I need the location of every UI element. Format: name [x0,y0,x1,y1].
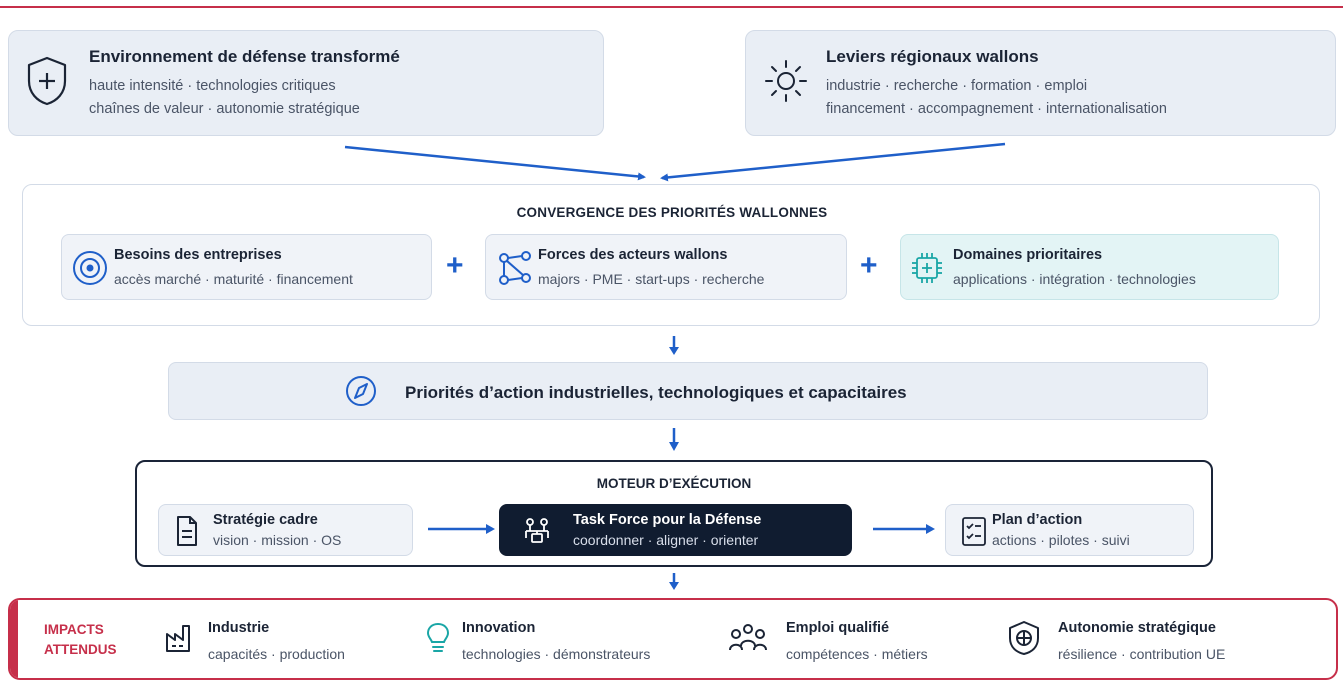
impact-autonomie-title: Autonomie stratégique [1058,620,1216,636]
leviers-line-2: financement · accompagnement · internati… [826,101,1167,117]
card-forces-sub: majors · PME · start-ups · recherche [538,271,765,287]
arrow-left-to-center [344,145,646,181]
priorites-title: Priorités d’action industrielles, techno… [405,383,907,402]
impact-innovation: Innovation technologies · démonstrateurs [418,600,714,678]
shield-plus-icon [27,56,67,106]
people-group-icon [729,624,767,651]
arrow-down-2 [669,428,679,451]
impacts-label-1: IMPACTS [44,622,104,637]
impact-autonomie: Autonomie stratégique résilience · contr… [1004,600,1324,678]
impact-industrie-title: Industrie [208,620,270,636]
card-strategie-title: Stratégie cadre [213,512,318,528]
factory-icon [166,625,190,652]
priorites-box: Priorités d’action industrielles, techno… [168,362,1208,420]
card-forces-title: Forces des acteurs wallons [538,247,728,263]
plus-sign-1: + [446,249,464,282]
impacts-box: IMPACTS ATTENDUS Industrie capacités · p… [8,598,1338,680]
plus-sign-2: + [860,249,878,282]
impacts-label-2: ATTENDUS [44,642,117,657]
chip-icon [912,253,942,283]
card-besoins-title: Besoins des entreprises [114,247,282,263]
convergence-title: CONVERGENCE DES PRIORITÉS WALLONNES [516,205,828,220]
card-plan-action-sub: actions · pilotes · suivi [992,532,1130,548]
moteur-arrows [428,524,935,534]
environment-title: Environnement de défense transformé [89,47,400,66]
impact-emploi-sub: compétences · métiers [786,646,928,662]
convergence-box: CONVERGENCE DES PRIORITÉS WALLONNES Beso… [22,184,1320,326]
card-domaines-title: Domaines prioritaires [953,247,1103,263]
card-forces: Forces des acteurs wallons majors · PME … [485,234,847,300]
network-icon [499,251,531,285]
impact-industrie-sub: capacités · production [208,646,345,662]
environment-line-1: haute intensité · technologies critiques [89,78,336,94]
impact-innovation-sub: technologies · démonstrateurs [462,646,651,662]
leviers-box: Leviers régionaux wallons industrie · re… [745,30,1336,136]
impact-industrie: Industrie capacités · production [164,600,404,678]
card-besoins: Besoins des entreprises accès marché · m… [61,234,432,300]
impact-emploi: Emploi qualifié compétences · métiers [726,600,996,678]
card-task-force-sub: coordonner · aligner · orienter [573,532,759,548]
card-strategie: Stratégie cadre vision · mission · OS [158,504,413,556]
card-task-force-title: Task Force pour la Défense [573,512,762,528]
shield-globe-icon [1009,621,1039,655]
converging-arrows [344,142,1006,182]
impact-emploi-title: Emploi qualifié [786,620,890,636]
arrow-down-3 [669,573,679,590]
arrow-right-to-center [660,142,1006,182]
arrow-down-1 [669,336,679,355]
document-icon [177,516,197,546]
target-icon [73,251,107,285]
impacts-accent-bar [10,600,18,678]
environment-box: Environnement de défense transformé haut… [8,30,604,136]
card-task-force: Task Force pour la Défense coordonner · … [499,504,852,556]
card-plan-action: Plan d’action actions · pilotes · suivi [945,504,1194,556]
top-divider [0,6,1343,8]
card-besoins-sub: accès marché · maturité · financement [114,271,353,287]
org-chart-icon [525,518,549,543]
card-domaines-sub: applications · intégration · technologie… [953,271,1196,287]
leviers-line-1: industrie · recherche · formation · empl… [826,78,1088,94]
checklist-icon [962,517,986,546]
card-domaines: Domaines prioritaires applications · int… [900,234,1279,300]
compass-icon [346,376,376,406]
leviers-title: Leviers régionaux wallons [826,47,1039,66]
moteur-box: MOTEUR D’EXÉCUTION Stratégie cadre visio… [135,460,1213,567]
sun-icon [765,60,807,102]
card-strategie-sub: vision · mission · OS [213,532,342,548]
impact-innovation-title: Innovation [462,620,536,636]
moteur-title: MOTEUR D’EXÉCUTION [596,476,752,491]
card-plan-action-title: Plan d’action [992,512,1083,528]
environment-line-2: chaînes de valeur · autonomie stratégiqu… [89,101,360,117]
impact-autonomie-sub: résilience · contribution UE [1058,646,1226,662]
lightbulb-icon [426,622,450,652]
